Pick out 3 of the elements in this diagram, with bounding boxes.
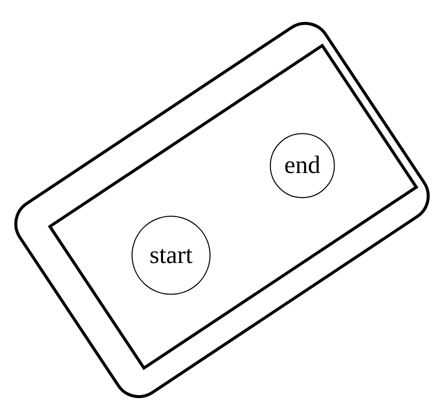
state-label: end <box>284 153 320 178</box>
state-label: start <box>150 242 193 268</box>
frame-box <box>48 43 418 370</box>
